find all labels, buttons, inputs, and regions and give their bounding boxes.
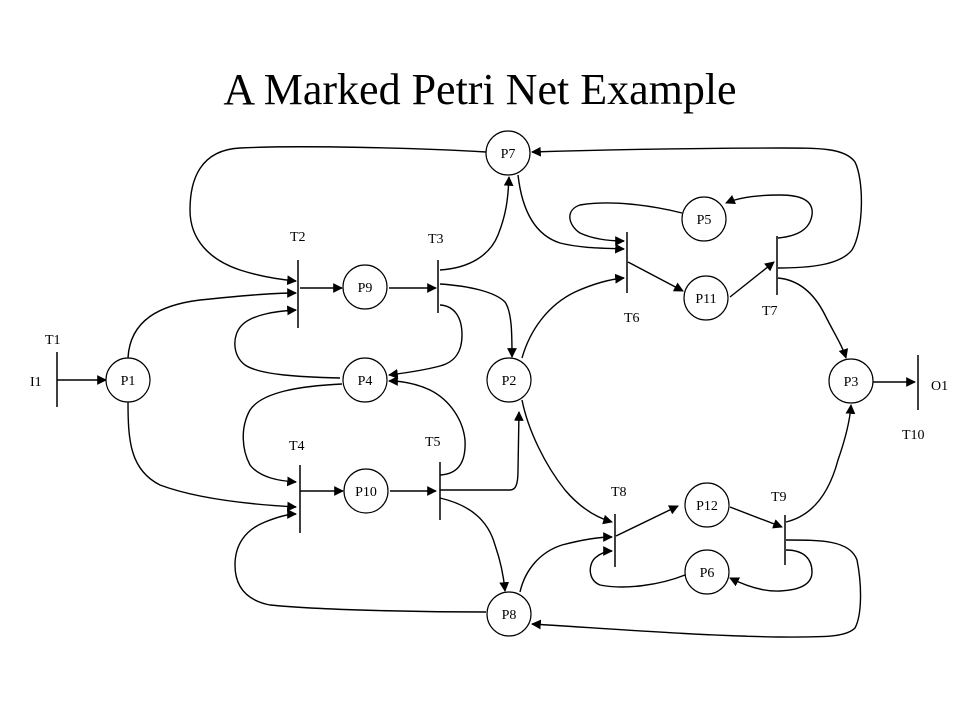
place-p6 [684, 549, 730, 595]
arc-p1-t4 [127, 401, 297, 512]
arc-t9-p3 [785, 404, 856, 523]
label-t9: T9 [771, 490, 787, 505]
arc-p6-t8 [589, 546, 686, 588]
places [105, 130, 874, 637]
arc-p12-t9 [729, 506, 783, 529]
label-p8: P8 [502, 608, 517, 623]
arc-p8-t8 [519, 532, 613, 593]
arc-p5-t6 [569, 202, 683, 246]
terminal-labels: I1 O1 [30, 375, 948, 394]
place-p4 [342, 357, 388, 403]
label-p9: P9 [358, 281, 373, 296]
label-p6: P6 [700, 566, 715, 581]
arc-p4-t2 [234, 305, 341, 379]
arc-t3-p4 [388, 304, 463, 379]
arc-p1-t2 [127, 288, 297, 359]
place-p3 [828, 358, 874, 404]
place-p1 [105, 357, 151, 403]
arc-t8-p12 [615, 505, 679, 537]
label-t7: T7 [762, 304, 778, 319]
place-p10 [343, 468, 389, 514]
place-labels: P1 P2 P3 P4 P5 P6 P7 P8 P9 P10 P11 P12 [121, 147, 859, 623]
label-t5: T5 [425, 435, 441, 450]
label-t2: T2 [290, 230, 306, 245]
arc-t7-p3 [777, 277, 849, 359]
label-t1: T1 [45, 333, 61, 348]
arc-p2-t8 [521, 399, 613, 525]
label-p3: P3 [844, 375, 859, 390]
arc-t5-p4 [388, 376, 466, 476]
label-p1: P1 [121, 374, 136, 389]
arc-t9-p6 [729, 549, 813, 592]
label-t4: T4 [289, 439, 305, 454]
arc-p8-t4 [234, 509, 487, 613]
place-p8 [486, 591, 532, 637]
arc-p11-t7 [729, 261, 775, 298]
transition-labels: T1 T2 T3 T4 T5 T6 T7 T8 T9 T10 [45, 230, 925, 505]
arc-t5-p8 [439, 497, 510, 592]
label-t10: T10 [902, 428, 925, 443]
arc-p7-t2 [189, 146, 487, 286]
label-output-o1: O1 [931, 379, 948, 394]
arcs [57, 146, 916, 638]
place-p12 [684, 482, 730, 528]
arc-t3-p7 [439, 176, 514, 271]
arc-t7-p7 [531, 146, 863, 269]
label-p7: P7 [501, 147, 516, 162]
label-p11: P11 [695, 292, 716, 307]
arc-t5-p2 [440, 411, 524, 491]
arc-p2-t6 [521, 273, 625, 359]
transitions [56, 232, 919, 567]
arc-p7-t6 [517, 174, 625, 254]
arc-t6-p11 [627, 261, 684, 292]
label-p12: P12 [696, 499, 718, 514]
label-p5: P5 [697, 213, 712, 228]
arc-t3-p2 [439, 283, 517, 358]
label-p4: P4 [358, 374, 373, 389]
place-p2 [486, 357, 532, 403]
label-t8: T8 [611, 485, 627, 500]
place-p11 [683, 275, 729, 321]
arc-t9-p8 [531, 539, 862, 638]
arc-p4-t4 [242, 383, 343, 487]
label-t6: T6 [624, 311, 640, 326]
place-p5 [681, 196, 727, 242]
arc-t7-p5 [725, 194, 813, 239]
label-p10: P10 [355, 485, 377, 500]
label-p2: P2 [502, 374, 517, 389]
page-title: A Marked Petri Net Example [223, 65, 737, 114]
label-t3: T3 [428, 232, 444, 247]
label-input-i1: I1 [30, 375, 42, 390]
place-p9 [342, 264, 388, 310]
place-p7 [485, 130, 531, 176]
